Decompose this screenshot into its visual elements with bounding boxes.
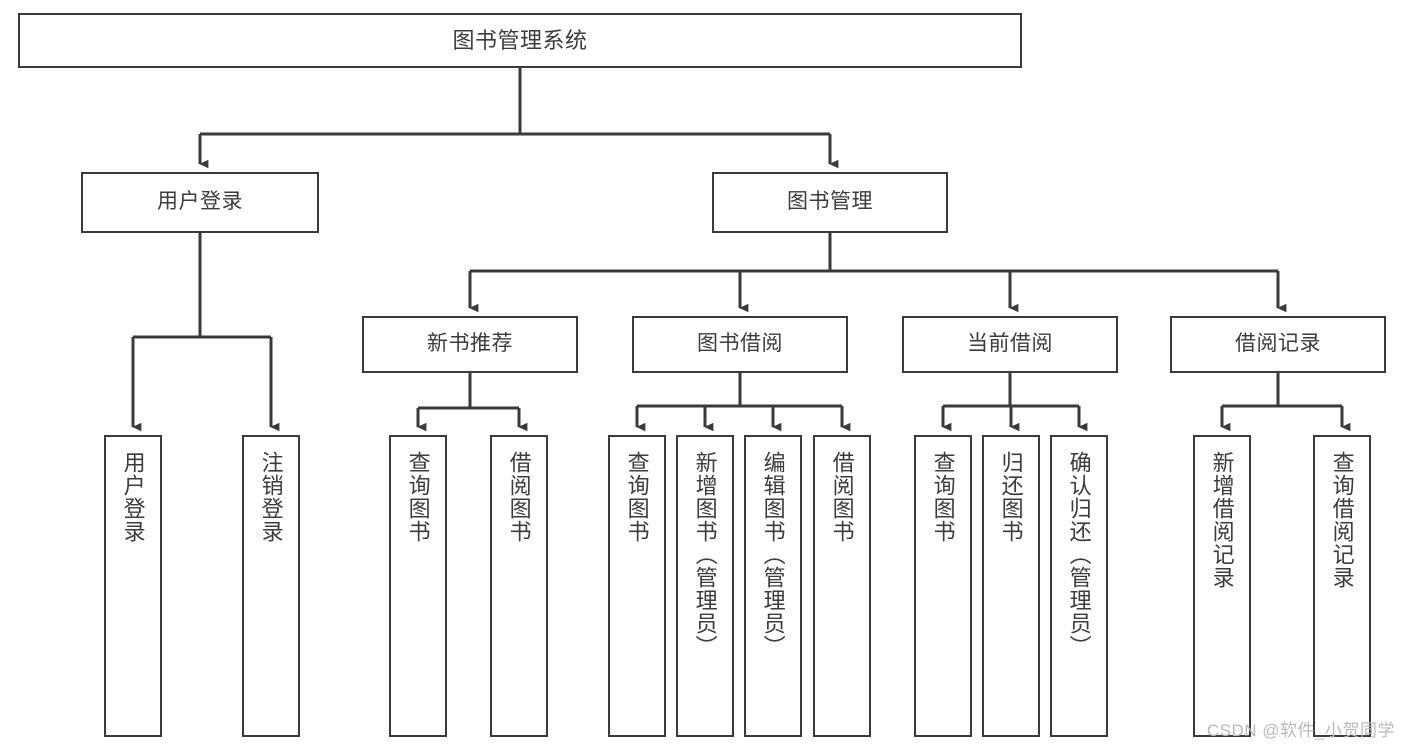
leaf-add-book-admin[interactable]: 新增图书（管理员） [676, 435, 734, 737]
leaf-add-borrow-record[interactable]: 新增借阅记录 [1193, 435, 1251, 737]
node-label: 查询图书 [405, 451, 431, 543]
leaf-return-book[interactable]: 归还图书 [982, 435, 1040, 737]
leaf-borrow-book-recommend[interactable]: 借阅图书 [490, 435, 548, 737]
node-user-login[interactable]: 用户登录 [81, 172, 319, 233]
node-label: 用户登录 [157, 190, 243, 214]
node-label: 查询借阅记录 [1329, 451, 1355, 589]
node-label: 图书管理 [787, 190, 873, 214]
node-label: 借阅图书 [829, 451, 855, 543]
leaf-query-book-borrow[interactable]: 查询图书 [608, 435, 666, 737]
leaf-query-book-current[interactable]: 查询图书 [914, 435, 972, 737]
node-label: 归还图书 [998, 451, 1024, 543]
node-label: 注销登录 [258, 451, 284, 543]
leaf-confirm-return-admin[interactable]: 确认归还（管理员） [1050, 435, 1108, 737]
node-label: 查询图书 [624, 451, 650, 543]
node-label: 查询图书 [930, 451, 956, 543]
leaf-query-borrow-record[interactable]: 查询借阅记录 [1313, 435, 1371, 737]
node-label: 新增借阅记录 [1209, 451, 1235, 589]
node-label: 图书管理系统 [452, 27, 588, 53]
leaf-user-login[interactable]: 用户登录 [104, 435, 162, 737]
node-label: 编辑图书（管理员） [760, 451, 786, 658]
node-current-borrowing[interactable]: 当前借阅 [902, 316, 1118, 373]
node-label: 图书借阅 [697, 332, 783, 356]
node-borrowing-records[interactable]: 借阅记录 [1170, 316, 1386, 373]
node-label: 确认归还（管理员） [1066, 451, 1092, 658]
node-label: 借阅记录 [1235, 332, 1321, 356]
node-label: 当前借阅 [967, 332, 1053, 356]
node-label: 新增图书（管理员） [692, 451, 718, 658]
node-label: 新书推荐 [427, 332, 513, 356]
leaf-edit-book-admin[interactable]: 编辑图书（管理员） [744, 435, 802, 737]
leaf-query-book-recommend[interactable]: 查询图书 [389, 435, 447, 737]
node-label: 用户登录 [120, 451, 146, 543]
leaf-logout[interactable]: 注销登录 [242, 435, 300, 737]
node-book-borrowing[interactable]: 图书借阅 [632, 316, 848, 373]
node-root-book-management-system[interactable]: 图书管理系统 [18, 13, 1022, 68]
node-new-book-recommendation[interactable]: 新书推荐 [362, 316, 578, 373]
leaf-borrow-book[interactable]: 借阅图书 [813, 435, 871, 737]
node-label: 借阅图书 [506, 451, 532, 543]
node-book-management[interactable]: 图书管理 [712, 172, 948, 233]
